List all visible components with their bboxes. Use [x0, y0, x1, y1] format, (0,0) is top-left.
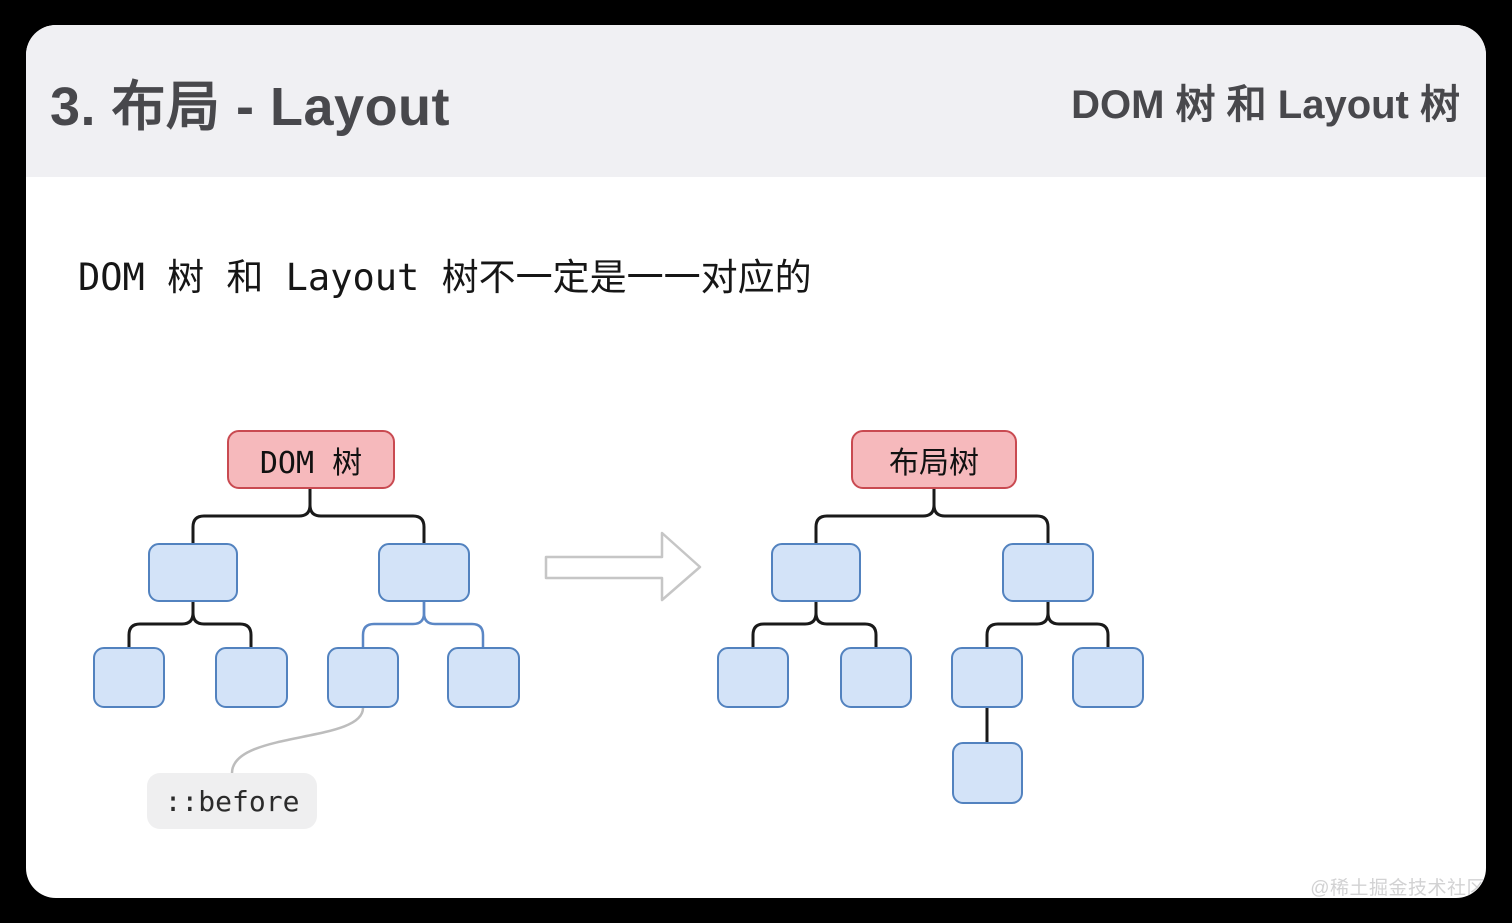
- layout-root-right-branch: [932, 487, 1050, 545]
- layout-tree-leaf-node: [1072, 647, 1144, 708]
- layout-root-left-branch: [814, 487, 936, 545]
- dom-tree-root-label: DOM 树: [259, 445, 363, 481]
- layout-tree-node: [771, 543, 861, 602]
- dom-root-right-branch: [308, 487, 426, 545]
- dom-tree-node: [378, 543, 470, 602]
- layout-tree-leaf-node: [840, 647, 912, 708]
- dom-n1-right-branch: [191, 600, 253, 649]
- dom-tree-leaf-node: [93, 647, 165, 708]
- layout-n2-left-branch: [985, 600, 1050, 649]
- pseudo-element-label: ::before: [147, 773, 317, 829]
- layout-tree-root-node: 布局树: [851, 430, 1017, 489]
- slide-window: 3. 布局 - Layout DOM 树 和 Layout 树 DOM 树 和 …: [26, 25, 1486, 898]
- dom-n1-left-branch: [127, 600, 195, 649]
- transform-arrow-icon: [544, 531, 702, 602]
- dom-tree-leaf-node: [447, 647, 520, 708]
- watermark: @稀土掘金技术社区: [1310, 878, 1486, 898]
- dom-n2-left-branch: [361, 600, 426, 649]
- statement-text: DOM 树 和 Layout 树不一定是一一对应的: [78, 256, 812, 299]
- dom-tree-leaf-node: [327, 647, 399, 708]
- layout-n1-left-branch: [751, 600, 818, 649]
- layout-tree-root-label: 布局树: [889, 445, 979, 481]
- pseudo-element-text: ::before: [164, 784, 300, 818]
- dom-tree-leaf-node: [215, 647, 288, 708]
- layout-n2-right-branch: [1046, 600, 1110, 649]
- layout-tree-extra-child-node: [952, 742, 1023, 804]
- layout-tree-node: [1002, 543, 1094, 602]
- header-subtitle: DOM 树 和 Layout 树: [1071, 83, 1460, 127]
- slide-header: 3. 布局 - Layout DOM 树 和 Layout 树: [26, 25, 1486, 177]
- dom-root-left-branch: [191, 487, 312, 545]
- layout-tree-leaf-node: [951, 647, 1023, 708]
- dom-n2-right-branch: [422, 600, 485, 649]
- pseudo-connector: [230, 706, 365, 775]
- layout-n1-right-branch: [814, 600, 878, 649]
- dom-tree-node: [148, 543, 238, 602]
- layout-tree-leaf-node: [717, 647, 789, 708]
- dom-tree-root-node: DOM 树: [227, 430, 395, 489]
- page-title: 3. 布局 - Layout: [50, 76, 451, 137]
